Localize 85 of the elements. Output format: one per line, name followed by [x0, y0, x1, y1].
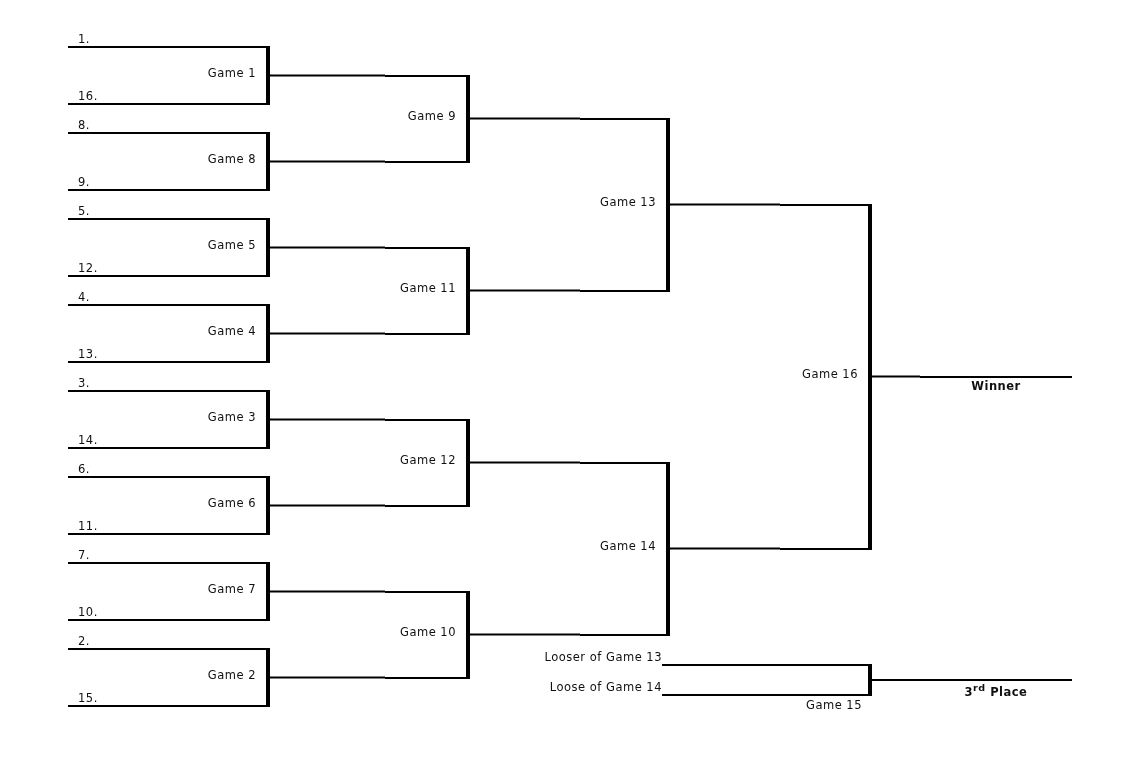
bracket-line [269, 332, 386, 335]
game-bracket [185, 132, 270, 191]
bracket-line [67, 304, 186, 306]
game-bracket [185, 46, 270, 105]
seed-number: 12. [68, 261, 98, 276]
bracket-line [469, 117, 581, 120]
feeder-label: Loose of Game 14 [440, 680, 662, 695]
bracket-line [269, 246, 386, 249]
game-label: Game 3 [207, 409, 256, 424]
bracket-line [669, 547, 781, 550]
bracket-line [67, 619, 186, 621]
seed-number: 9. [68, 175, 90, 190]
game-bracket [385, 418, 470, 507]
game-label: Game 5 [207, 237, 256, 252]
bracket-line [67, 447, 186, 449]
bracket-line [269, 504, 386, 507]
bracket-line [871, 679, 921, 681]
seed-number: 11. [68, 519, 98, 534]
bracket-line [669, 203, 781, 206]
seed-number: 16. [68, 89, 98, 104]
game-bracket [185, 648, 270, 707]
game-bracket [580, 461, 670, 636]
bracket-line [269, 74, 386, 77]
seed-number: 15. [68, 691, 98, 706]
seed-number: 1. [68, 32, 90, 47]
game-label: Game 4 [207, 323, 256, 338]
bracket-line [67, 132, 186, 134]
game-label: Game 1 [207, 65, 256, 80]
bracket-line [67, 476, 186, 478]
game-bracket [780, 203, 872, 550]
game-bracket [185, 476, 270, 535]
bracket-line [67, 533, 186, 535]
seed-number: 4. [68, 290, 90, 305]
bracket-line [469, 289, 581, 292]
game-bracket [385, 246, 470, 335]
game-bracket [385, 590, 470, 679]
game-label: Game 9 [407, 108, 456, 123]
bracket-line [469, 633, 581, 636]
bracket-line [67, 103, 186, 105]
bracket-line [661, 694, 761, 696]
bracket-line [67, 562, 186, 564]
seed-number: 7. [68, 548, 90, 563]
game-label: Game 14 [599, 538, 656, 553]
game-bracket [185, 304, 270, 363]
game-label: Game 16 [801, 366, 858, 381]
seed-number: 14. [68, 433, 98, 448]
bracket-line [871, 375, 921, 378]
game-label: Game 12 [399, 452, 456, 467]
bracket-line [67, 648, 186, 650]
game-bracket [185, 390, 270, 449]
result-slot: 3$^{rd}$ Place [920, 679, 1072, 697]
seed-number: 6. [68, 462, 90, 477]
bracket-line [269, 676, 386, 679]
seed-number: 10. [68, 605, 98, 620]
seed-number: 5. [68, 204, 90, 219]
bracket-line [67, 46, 186, 48]
game-label: Game 6 [207, 495, 256, 510]
bracket-line [269, 160, 386, 163]
game-label: Game 13 [599, 194, 656, 209]
bracket-line [269, 590, 386, 593]
seed-number: 8. [68, 118, 90, 133]
bracket-line [269, 418, 386, 421]
game-label: Game 2 [207, 667, 256, 682]
bracket-line [469, 461, 581, 464]
seed-number: 3. [68, 376, 90, 391]
seed-number: 2. [68, 634, 90, 649]
bracket-line [67, 218, 186, 220]
bracket-line [67, 705, 186, 707]
bracket-line [67, 189, 186, 191]
bracket-line [67, 275, 186, 277]
bracket-line [67, 390, 186, 392]
seed-number: 13. [68, 347, 98, 362]
game-bracket [185, 218, 270, 277]
game-label: Game 15 [805, 698, 862, 712]
game-bracket [580, 117, 670, 292]
game-label: Game 10 [399, 624, 456, 639]
game-label: Game 8 [207, 151, 256, 166]
game-bracket [185, 562, 270, 621]
game-label: Game 7 [207, 581, 256, 596]
bracket-line [661, 664, 761, 666]
result-slot: Winner [920, 375, 1072, 394]
bracket-line [67, 361, 186, 363]
game-label: Game 11 [399, 280, 456, 295]
game-bracket [385, 74, 470, 163]
feeder-label: Looser of Game 13 [440, 650, 662, 665]
